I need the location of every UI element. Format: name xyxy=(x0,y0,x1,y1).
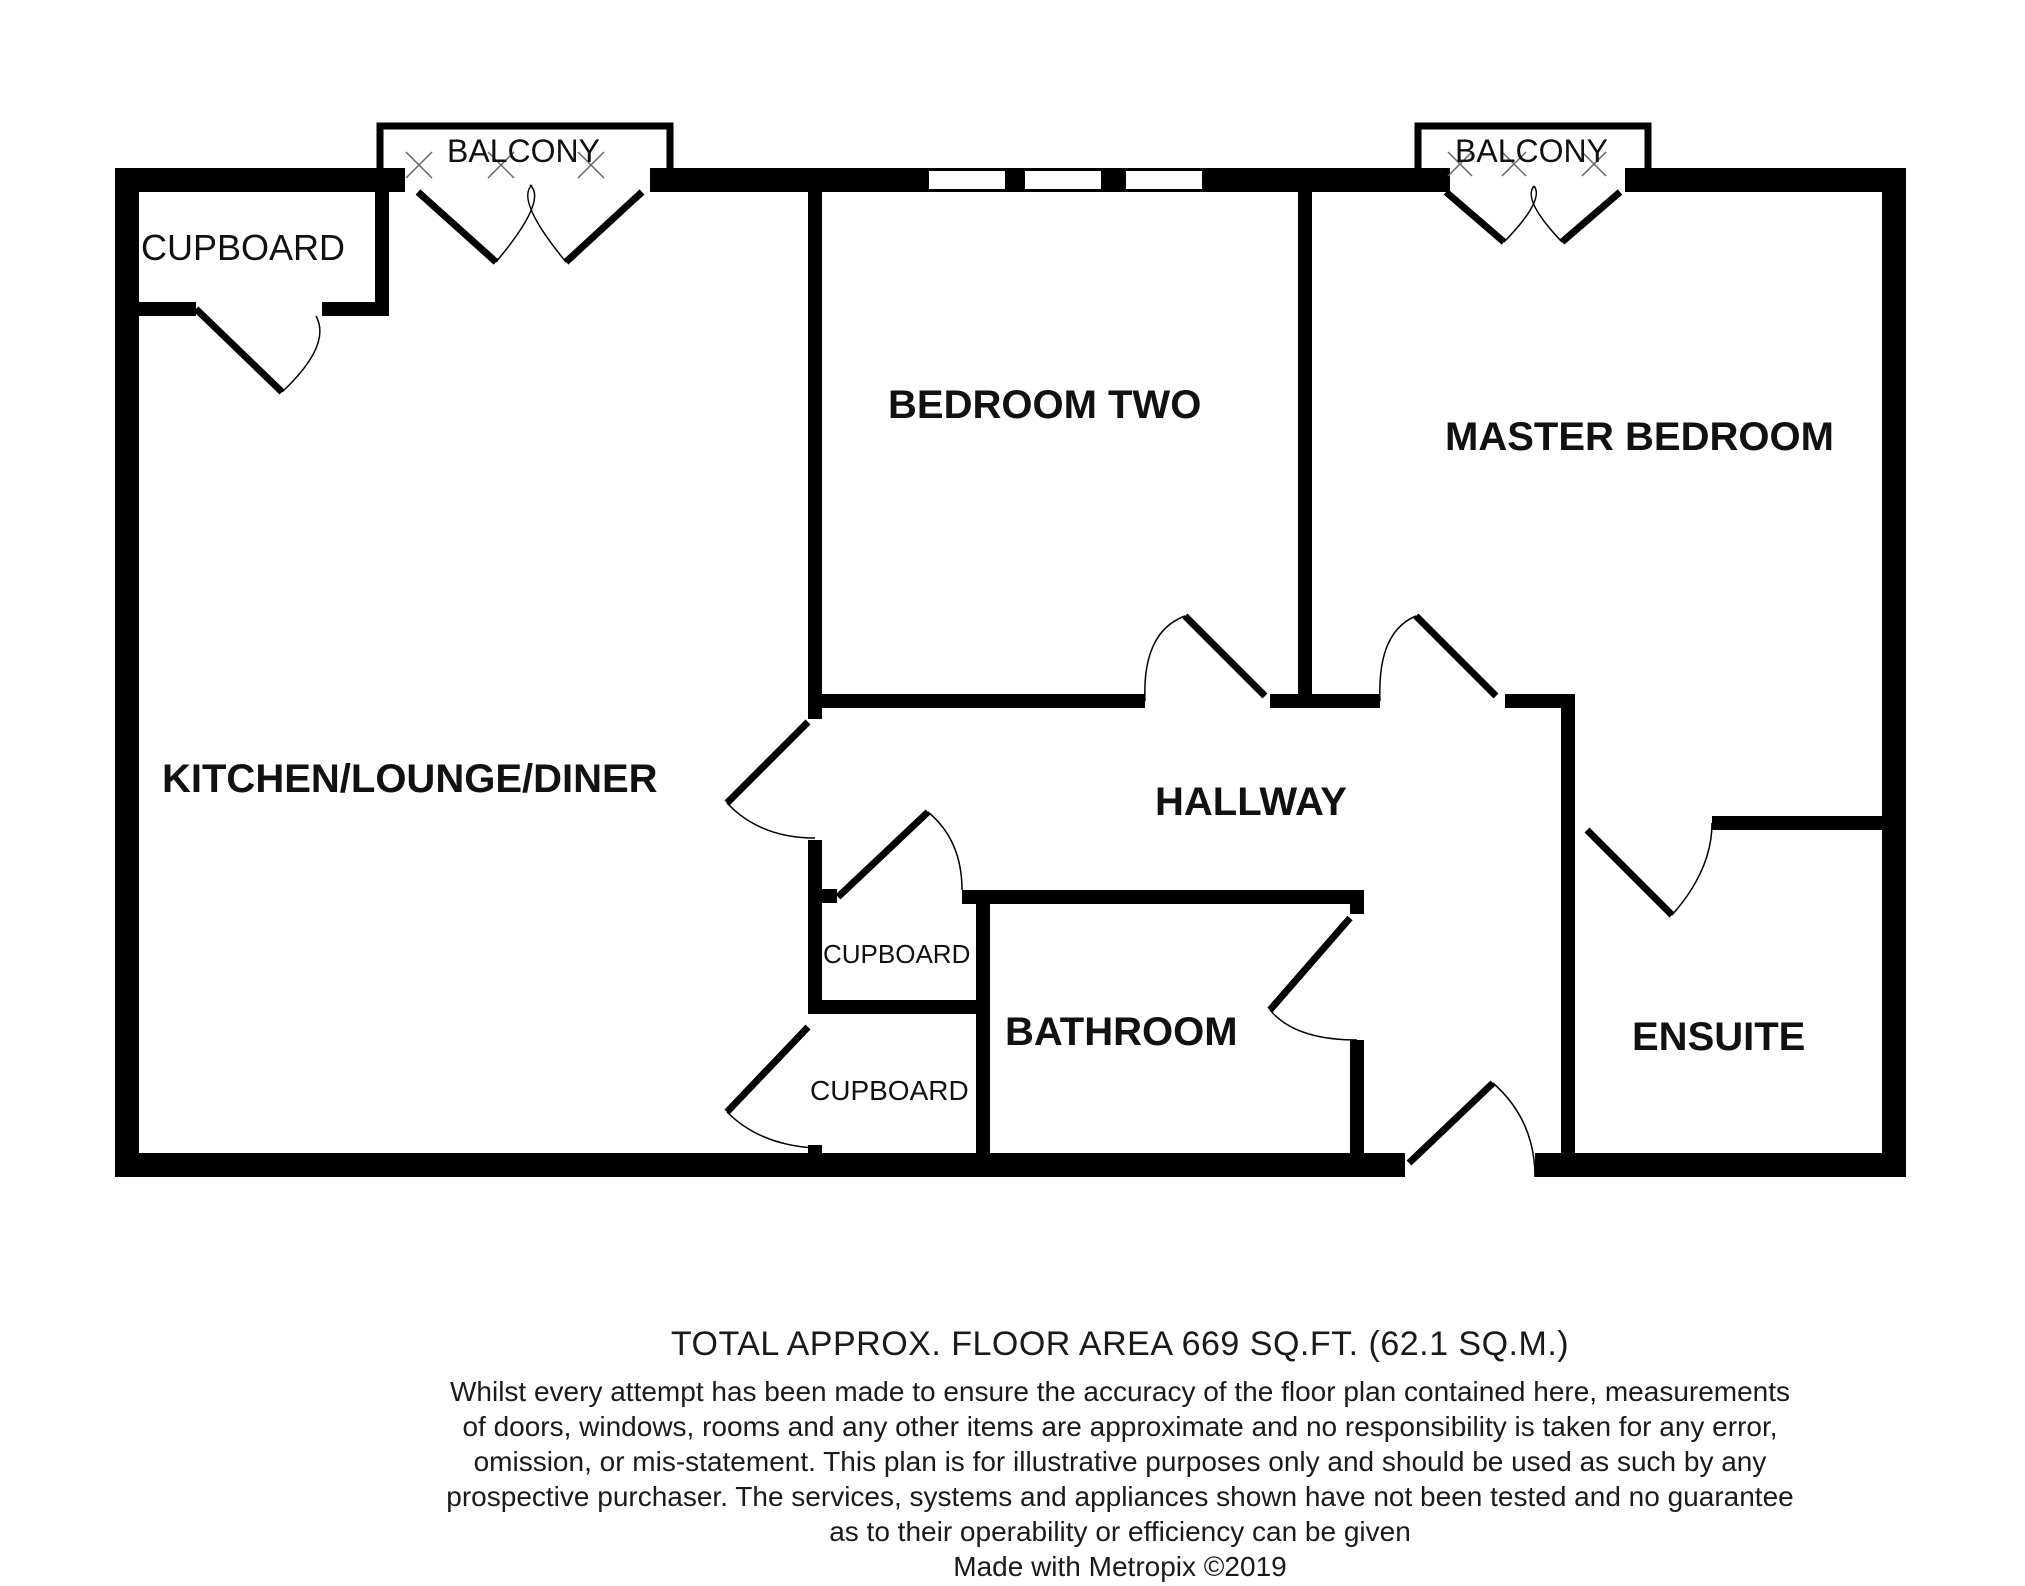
floor-area-total: TOTAL APPROX. FLOOR AREA 669 SQ.FT. (62.… xyxy=(670,1325,1570,1363)
disclaimer-line: Whilst every attempt has been made to en… xyxy=(449,1376,1791,1407)
balcony-left-label: BALCONY xyxy=(447,133,600,169)
disclaimer-line: as to their operability or efficiency ca… xyxy=(829,1516,1411,1547)
hallway-label: HALLWAY xyxy=(1155,780,1347,824)
room-labels: KITCHEN/LOUNGE/DINER BEDROOM TWO MASTER … xyxy=(141,133,1834,1106)
cupboard-low-label: CUPBOARD xyxy=(810,1075,969,1106)
disclaimer-line: omission, or mis-statement. This plan is… xyxy=(473,1446,1767,1477)
kitchen-lounge-diner-label: KITCHEN/LOUNGE/DINER xyxy=(162,757,658,801)
balcony-right-label: BALCONY xyxy=(1455,133,1608,169)
credit: Made with Metropix ©2019 xyxy=(953,1551,1287,1582)
cupboard-top-label: CUPBOARD xyxy=(141,227,345,268)
ensuite-label: ENSUITE xyxy=(1632,1015,1805,1059)
bedroom-two-label: BEDROOM TWO xyxy=(888,383,1201,427)
balconies xyxy=(376,122,1652,179)
disclaimer-line: prospective purchaser. The services, sys… xyxy=(446,1481,1794,1512)
walls xyxy=(115,168,1906,1177)
cupboard-mid-label: CUPBOARD xyxy=(823,939,970,969)
windows xyxy=(927,169,1204,191)
footer: TOTAL APPROX. FLOOR AREA 669 SQ.FT. (62.… xyxy=(380,1325,1860,1584)
master-bedroom-label: MASTER BEDROOM xyxy=(1445,415,1834,459)
disclaimer: Whilst every attempt has been made to en… xyxy=(380,1374,1860,1584)
disclaimer-line: of doors, windows, rooms and any other i… xyxy=(462,1411,1778,1442)
doors xyxy=(193,184,1713,1178)
bathroom-label: BATHROOM xyxy=(1005,1010,1238,1054)
